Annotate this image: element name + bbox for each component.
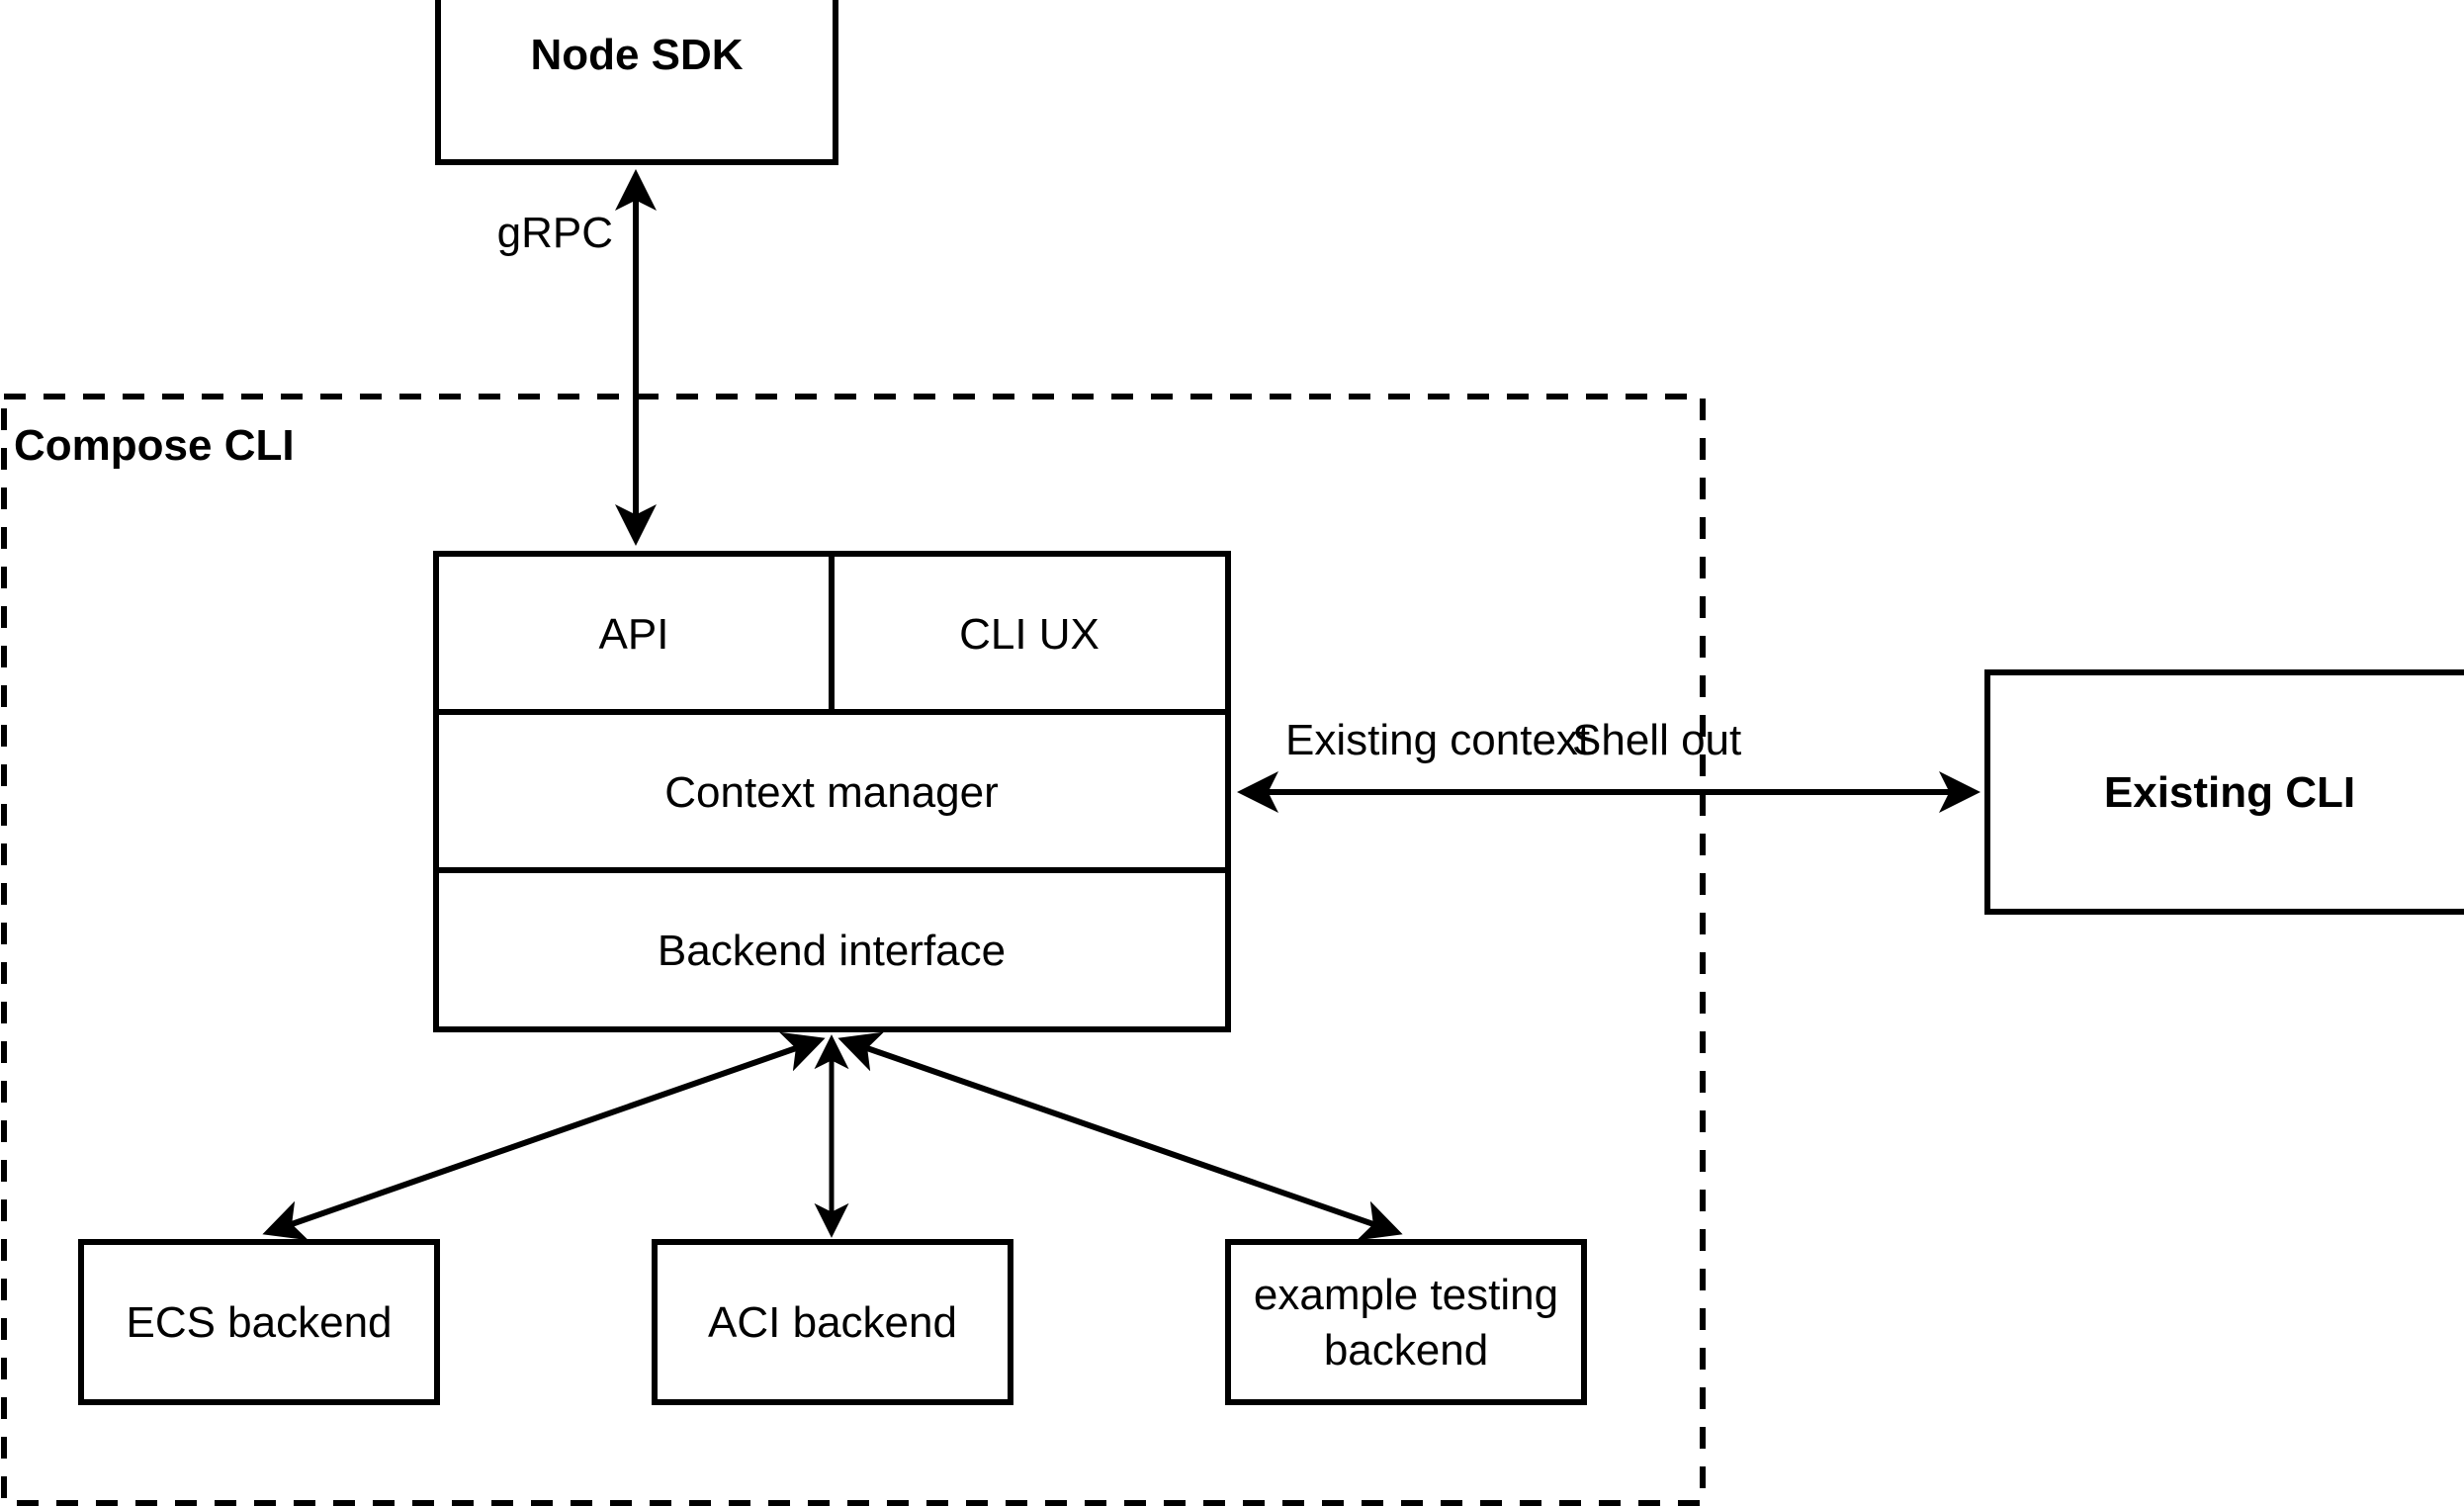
compose-cli-group-label: Compose CLI xyxy=(14,421,295,470)
existing-context-edge-label: Existing context xyxy=(1285,716,1590,764)
example-testing-backend-label-line2: backend xyxy=(1324,1326,1488,1374)
backend-fanout-edges xyxy=(262,1031,1403,1241)
api-cell-label: API xyxy=(599,610,669,659)
ecs-backend-box: ECS backend xyxy=(78,1239,440,1405)
grpc-edge-label: gRPC xyxy=(497,209,613,257)
edge-to-example-testing-backend xyxy=(837,1031,1403,1241)
existing-cli-box: Existing CLI xyxy=(1984,669,2464,915)
aci-backend-box: ACI backend xyxy=(652,1239,1013,1405)
existing-cli-label: Existing CLI xyxy=(2104,768,2355,817)
aci-backend-rect xyxy=(652,1239,1013,1405)
example-testing-backend-rect xyxy=(1225,1239,1587,1405)
cli-ux-cell-label: CLI UX xyxy=(959,610,1100,659)
backend-interface-cell-label: Backend interface xyxy=(658,927,1006,975)
shell-out-edge-label: Shell out xyxy=(1572,716,1741,764)
compose-cli-stack: API CLI UX Context manager Backend inter… xyxy=(433,551,1231,1032)
context-manager-cell-label: Context manager xyxy=(664,768,999,817)
example-testing-backend-box: example testing backend xyxy=(1225,1239,1587,1405)
node-sdk-rect xyxy=(435,0,838,165)
context-manager-existing-cli-edge: Existing context Shell out xyxy=(1237,716,1980,813)
ecs-backend-rect xyxy=(78,1239,440,1405)
compose-cli-group: Compose CLI xyxy=(1,394,1706,1506)
ecs-backend-label: ECS backend xyxy=(126,1298,392,1347)
aci-backend-label: ACI backend xyxy=(708,1298,957,1347)
node-sdk-label: Node SDK xyxy=(530,31,743,79)
edge-to-ecs-backend xyxy=(262,1031,826,1241)
grpc-edge: gRPC xyxy=(497,169,657,546)
existing-cli-rect xyxy=(1984,669,2464,915)
node-sdk-box: Node SDK xyxy=(435,0,838,165)
compose-cli-group-border xyxy=(1,394,1706,1506)
example-testing-backend-label-line1: example testing xyxy=(1254,1271,1558,1319)
